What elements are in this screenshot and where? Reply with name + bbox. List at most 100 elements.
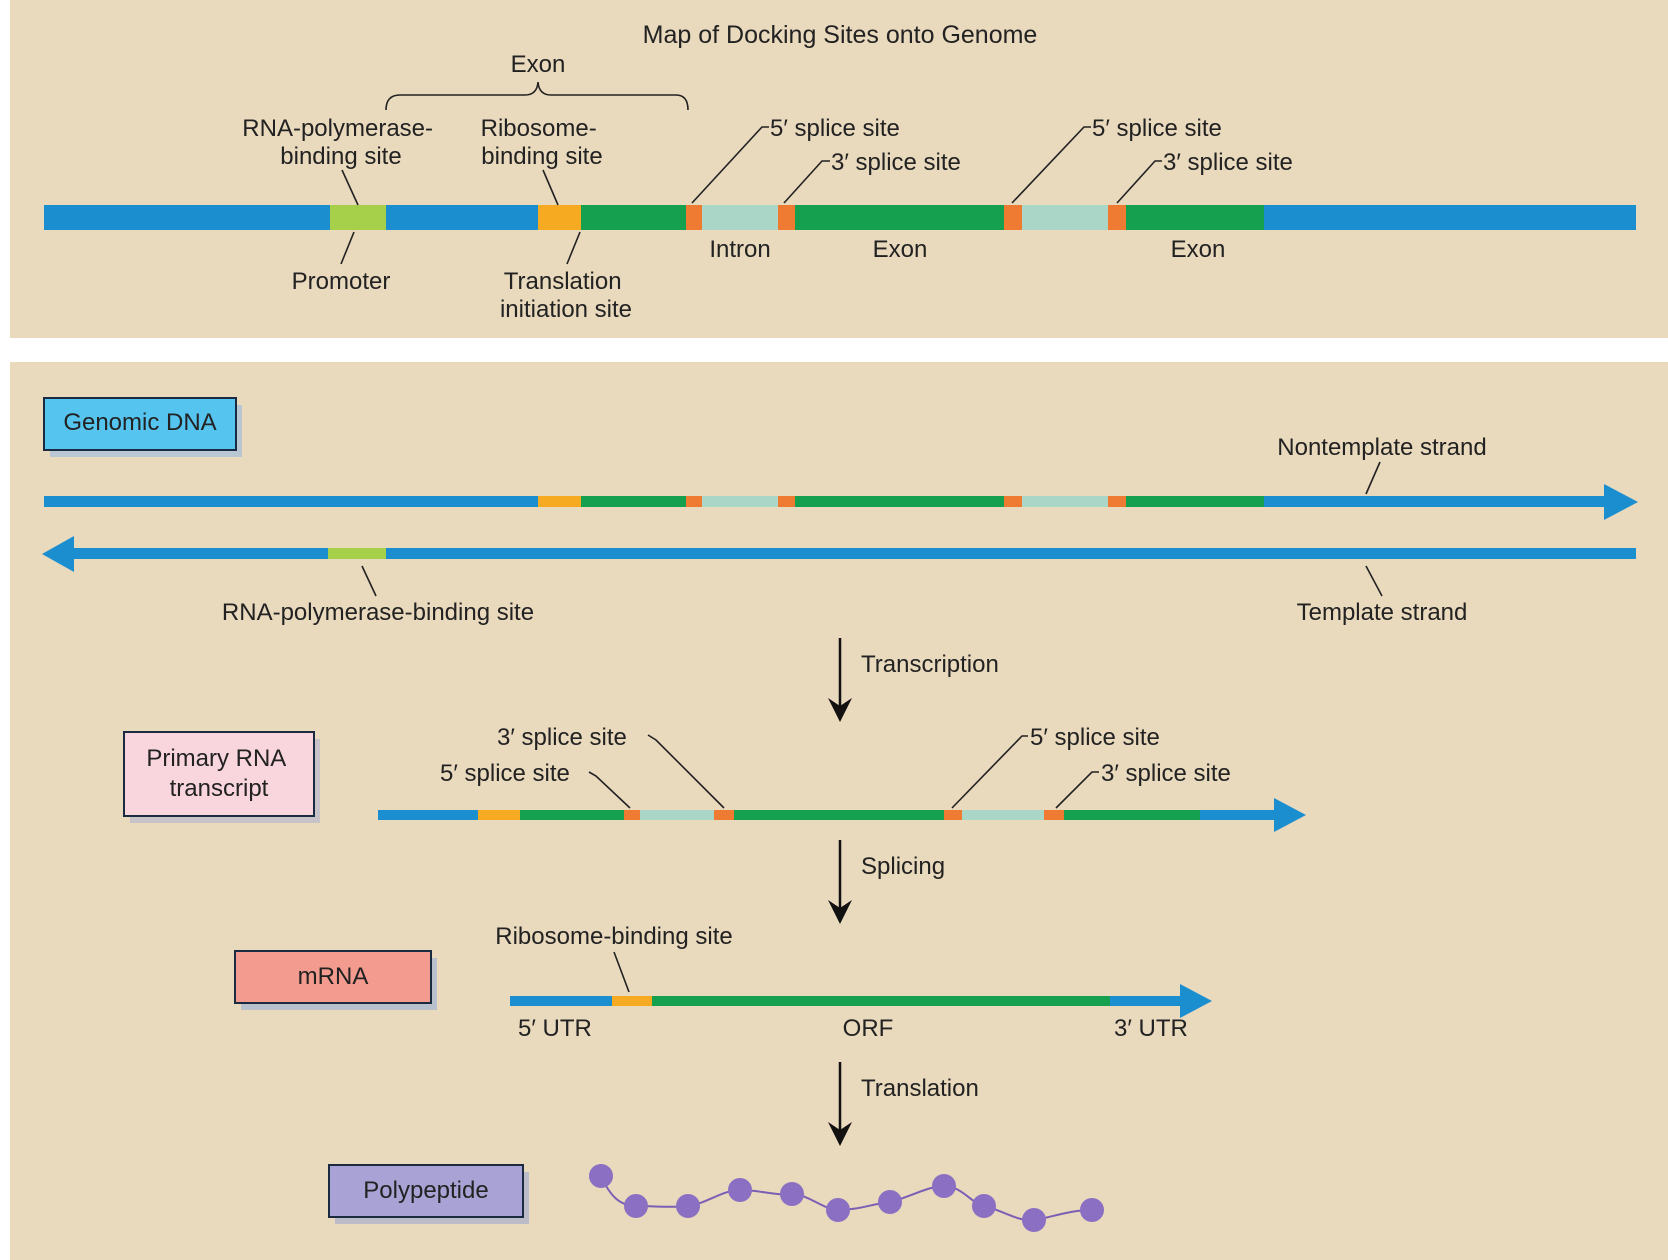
strand-segment — [328, 548, 386, 559]
template-strand — [42, 536, 1636, 572]
strand-segment — [1126, 496, 1264, 507]
ribosome-binding-segment — [538, 205, 581, 230]
strand-arrowhead — [42, 536, 74, 572]
exon-segment-3 — [1126, 205, 1264, 230]
primary-rna-box — [123, 731, 315, 817]
transcript-segment — [1044, 810, 1064, 820]
mrna-segment — [612, 996, 652, 1006]
downstream-dna-segment — [1264, 205, 1636, 230]
orf-label: ORF — [843, 1015, 894, 1042]
transcript-segment — [640, 810, 714, 820]
dna-segment — [386, 205, 538, 230]
strand-arrowhead — [1604, 484, 1638, 520]
mrna-bar — [510, 984, 1212, 1018]
leader-line — [1116, 160, 1162, 204]
utr5-label: 5′ UTR — [518, 1015, 592, 1042]
ribosome-binding-label: Ribosome- binding site — [481, 115, 604, 170]
strand-segment — [581, 496, 686, 507]
primary-rna-label: Primary RNA transcript — [146, 745, 291, 802]
transcript-segment — [1200, 810, 1276, 820]
mrna-segment — [1110, 996, 1186, 1006]
leader-line — [1011, 126, 1091, 204]
rna-pol-binding-site-label: RNA-polymerase-binding site — [222, 599, 534, 626]
process-arrowhead — [828, 1122, 852, 1146]
process-arrowhead — [828, 900, 852, 924]
leader-line — [341, 169, 359, 206]
transcript-segment — [962, 810, 1044, 820]
leader-line — [588, 771, 631, 809]
three-splice-label-a: 3′ splice site — [831, 149, 961, 176]
genomic-dna-box — [43, 397, 237, 451]
leader-line — [1365, 565, 1383, 597]
map-panel — [10, 0, 1668, 338]
amino-acid — [878, 1190, 902, 1214]
pr-five-splice-label-b: 5′ splice site — [1030, 724, 1160, 751]
splice-site-segment — [1004, 205, 1022, 230]
mrna-ribosome-binding-label: Ribosome-binding site — [495, 923, 732, 950]
pr-five-splice-label-a: 5′ splice site — [440, 760, 570, 787]
amino-acid — [728, 1178, 752, 1202]
polypeptide-chain — [589, 1164, 1104, 1232]
three-splice-label-b: 3′ splice site — [1163, 149, 1293, 176]
leader-line — [951, 735, 1028, 809]
amino-acid — [972, 1194, 996, 1218]
promoter-segment — [330, 205, 386, 230]
leader-line — [1055, 771, 1099, 809]
intron-segment-1 — [702, 205, 778, 230]
transcript-segment — [624, 810, 640, 820]
pr-three-splice-label-a: 3′ splice site — [497, 724, 627, 751]
amino-acid — [932, 1174, 956, 1198]
splice-site-segment — [1108, 205, 1126, 230]
amino-acid — [780, 1182, 804, 1206]
transcript-arrowhead — [1274, 798, 1306, 832]
exon-segment-1 — [581, 205, 686, 230]
transcript-segment — [714, 810, 734, 820]
leader-line — [340, 231, 355, 265]
transcript-segment — [520, 810, 624, 820]
strand-segment — [1108, 496, 1126, 507]
strand-segment — [686, 496, 702, 507]
transcript-segment — [478, 810, 520, 820]
leader-line — [566, 231, 581, 265]
primary-transcript-bar — [378, 798, 1306, 832]
amino-acid — [826, 1198, 850, 1222]
strand-segment — [386, 548, 1636, 559]
strand-segment — [538, 496, 581, 507]
strand-segment — [795, 496, 1004, 507]
exon-brace — [385, 81, 689, 111]
nontemplate-strand — [44, 484, 1638, 520]
mrna-box — [234, 950, 432, 1004]
utr3-label: 3′ UTR — [1114, 1015, 1188, 1042]
intron-segment-2 — [1022, 205, 1108, 230]
mrna-label: mRNA — [298, 963, 369, 990]
nontemplate-strand-label: Nontemplate strand — [1277, 434, 1486, 461]
intron-label: Intron — [709, 236, 770, 263]
mrna-segment — [510, 996, 612, 1006]
strand-segment — [1004, 496, 1022, 507]
leader-line — [691, 126, 769, 204]
splice-site-segment — [686, 205, 702, 230]
amino-acid — [676, 1194, 700, 1218]
strand-segment — [44, 496, 538, 507]
transcript-segment — [944, 810, 962, 820]
leader-line — [542, 169, 559, 206]
exon-label-mid: Exon — [873, 236, 928, 263]
process-arrowhead — [828, 698, 852, 722]
splice-site-segment — [778, 205, 795, 230]
transcript-segment — [1064, 810, 1200, 820]
template-strand-label: Template strand — [1297, 599, 1468, 626]
transcription-label: Transcription — [861, 651, 999, 678]
strand-segment — [778, 496, 795, 507]
mrna-arrowhead — [1180, 984, 1212, 1018]
rna-pol-binding-label: RNA-polymerase- binding site — [242, 115, 439, 170]
five-splice-label-a: 5′ splice site — [770, 115, 900, 142]
transcript-segment — [378, 810, 478, 820]
genome-map-bar — [44, 205, 1636, 230]
amino-acid — [1080, 1198, 1104, 1222]
promoter-label: Promoter — [292, 268, 391, 295]
strand-segment — [1022, 496, 1108, 507]
splicing-label: Splicing — [861, 853, 945, 880]
amino-acid — [624, 1194, 648, 1218]
polypeptide-label: Polypeptide — [363, 1177, 488, 1204]
